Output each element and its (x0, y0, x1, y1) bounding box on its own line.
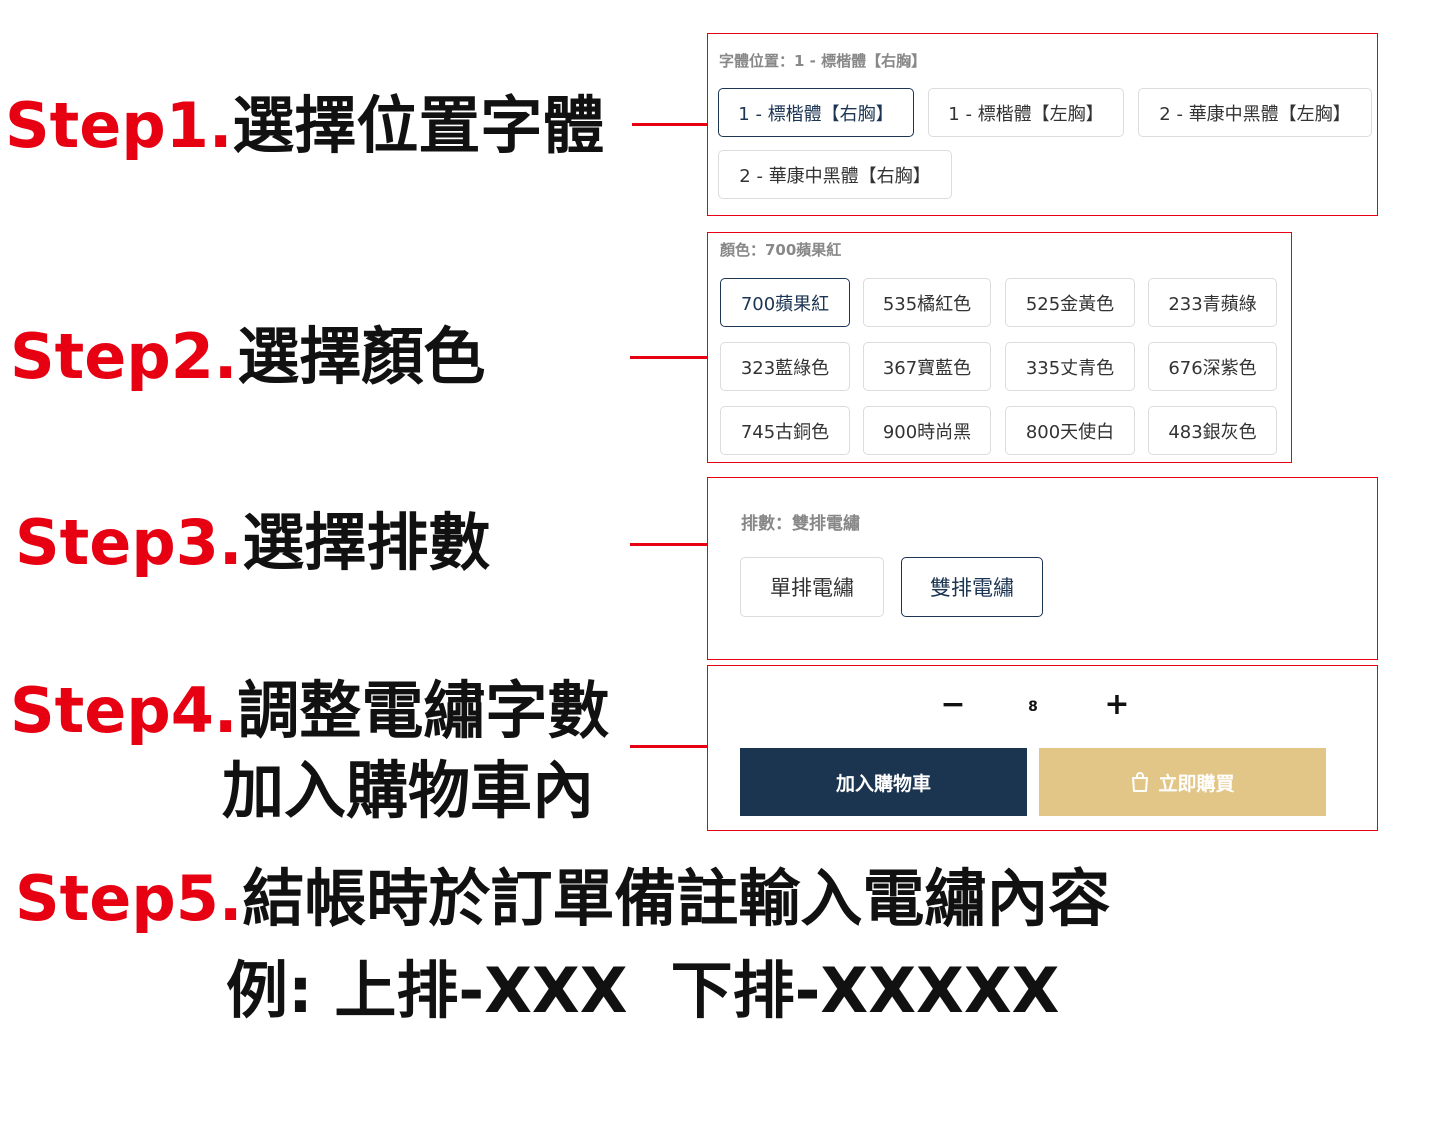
color-option-323[interactable]: 323藍綠色 (720, 342, 850, 391)
step1-number: Step1. (5, 89, 233, 162)
step5-label: Step5.結帳時於訂單備註輸入電繡內容 (15, 868, 1110, 930)
step3-text: 選擇排數 (242, 506, 491, 579)
color-option-900[interactable]: 900時尚黑 (863, 406, 991, 455)
shopping-bag-icon (1130, 771, 1150, 793)
font-option-2-hei-left[interactable]: 2 - 華康中黑體【左胸】 (1138, 88, 1372, 137)
step3-number: Step3. (15, 506, 243, 579)
font-option-1-kai-right[interactable]: 1 - 標楷體【右胸】 (718, 88, 914, 137)
step3-connector (630, 543, 708, 546)
color-option-483[interactable]: 483銀灰色 (1148, 406, 1277, 455)
rows-panel: 排數：雙排電繡 單排電繡 雙排電繡 (707, 477, 1378, 660)
step4-number: Step4. (10, 674, 238, 747)
quantity-plus-button[interactable]: + (1104, 687, 1130, 722)
color-option-335[interactable]: 335丈青色 (1005, 342, 1135, 391)
color-option-535[interactable]: 535橘紅色 (863, 278, 991, 327)
step1-text: 選擇位置字體 (232, 89, 605, 162)
color-panel: 顏色：700蘋果紅 700蘋果紅 535橘紅色 525金黃色 233青蘋綠 32… (707, 232, 1292, 463)
color-option-745[interactable]: 745古銅色 (720, 406, 850, 455)
step3-label: Step3.選擇排數 (15, 512, 490, 574)
add-to-cart-label: 加入購物車 (835, 772, 931, 795)
quantity-value[interactable]: 8 (1028, 699, 1038, 715)
step2-text: 選擇顏色 (237, 320, 486, 393)
step2-connector (630, 356, 708, 359)
color-title: 顏色：700蘋果紅 (720, 241, 842, 259)
step4-text: 調整電繡字數 (237, 674, 610, 747)
step5-number: Step5. (15, 862, 243, 935)
buy-now-button[interactable]: 立即購買 (1039, 748, 1326, 816)
color-option-233[interactable]: 233青蘋綠 (1148, 278, 1277, 327)
step4-label: Step4.調整電繡字數 (10, 680, 609, 742)
quantity-minus-button[interactable]: − (940, 687, 966, 722)
step2-label: Step2.選擇顏色 (10, 326, 485, 388)
step4-subtext: 加入購物車內 (222, 754, 595, 827)
color-option-367[interactable]: 367寶藍色 (863, 342, 991, 391)
font-position-panel: 字體位置：1 - 標楷體【右胸】 1 - 標楷體【右胸】 1 - 標楷體【左胸】… (707, 33, 1378, 216)
color-option-700[interactable]: 700蘋果紅 (720, 278, 850, 327)
step1-connector (632, 123, 708, 126)
rows-option-double[interactable]: 雙排電繡 (901, 557, 1043, 617)
step2-number: Step2. (10, 320, 238, 393)
add-to-cart-button[interactable]: 加入購物車 (740, 748, 1027, 816)
step5-subtext: 例: 上排-XXX 下排-XXXXX (226, 954, 1060, 1027)
color-option-676[interactable]: 676深紫色 (1148, 342, 1277, 391)
font-option-1-kai-left[interactable]: 1 - 標楷體【左胸】 (928, 88, 1124, 137)
step1-label: Step1.選擇位置字體 (5, 95, 604, 157)
step4-connector (630, 745, 708, 748)
rows-title: 排數：雙排電繡 (741, 514, 860, 534)
color-option-525[interactable]: 525金黃色 (1005, 278, 1135, 327)
buy-now-label: 立即購買 (1158, 772, 1235, 795)
font-option-2-hei-right[interactable]: 2 - 華康中黑體【右胸】 (718, 150, 952, 199)
step5-text: 結帳時於訂單備註輸入電繡內容 (242, 862, 1111, 935)
color-option-800[interactable]: 800天使白 (1005, 406, 1135, 455)
cart-panel: − 8 + 加入購物車 立即購買 (707, 665, 1378, 831)
font-position-title: 字體位置：1 - 標楷體【右胸】 (719, 52, 927, 70)
rows-option-single[interactable]: 單排電繡 (740, 557, 884, 617)
